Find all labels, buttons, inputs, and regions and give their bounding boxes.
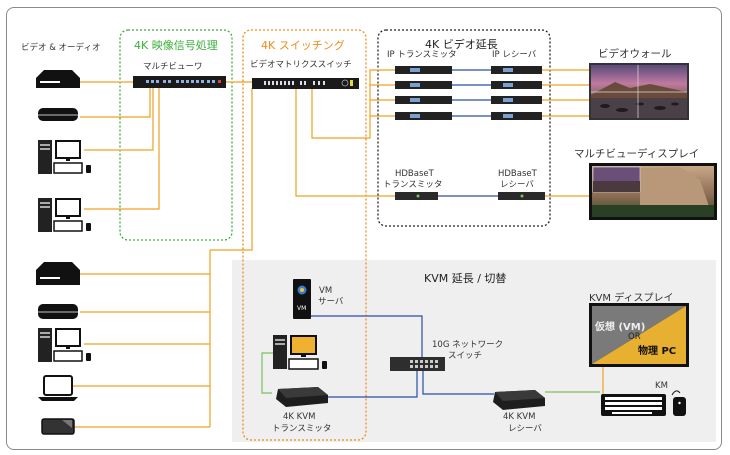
multiview-display-label: マルチビューディスプレイ [574, 148, 700, 160]
network-connections [311, 69, 498, 398]
kvm-source-pc[interactable] [273, 335, 327, 370]
group-switching-boundary [242, 29, 367, 441]
ip-transmitter-3[interactable] [395, 96, 452, 104]
ip-receiver-1[interactable] [491, 66, 542, 74]
multiviewer-label: マルチビューワ [143, 62, 203, 72]
matrix-switch-label: ビデオマトリクススイッチ [250, 60, 352, 70]
ip-receiver-2[interactable] [491, 81, 542, 89]
source-laptop[interactable] [38, 375, 78, 401]
network-switch-device[interactable] [390, 357, 445, 371]
source-desktop-pc-3[interactable] [38, 328, 91, 362]
group-kvm-title: KVM 延長 / 切替 [424, 272, 507, 285]
source-set-top-box-1[interactable] [38, 108, 78, 121]
link-matrix-hdbaset-tx [295, 88, 395, 197]
sources-label: ビデオ & オーディオ [21, 43, 101, 53]
source-tablet[interactable] [41, 418, 75, 435]
kvm-display-device[interactable] [589, 303, 689, 367]
group-switching-title: 4K スイッチング [261, 39, 345, 52]
kvm-tx-label-1: 4K KVM [283, 412, 316, 422]
kvm-transmitter-device[interactable] [276, 387, 328, 407]
link-sources-bus [209, 88, 253, 427]
group-processing-title: 4K 映像信号処理 [134, 39, 218, 52]
multiview-display[interactable] [589, 163, 717, 220]
group-processing-boundary [119, 29, 233, 241]
ip-receiver-label: IP レシーバ [492, 50, 537, 60]
ip-receiver-3[interactable] [491, 96, 542, 104]
mouse-icon[interactable] [671, 390, 686, 416]
kvm-display-label: KVM ディスプレイ [589, 293, 674, 304]
link-switch-kvm-rx [422, 371, 494, 395]
source-desktop-pc-2[interactable] [38, 198, 91, 232]
video-wall-label: ビデオウォール [598, 48, 672, 60]
kvm-tx-label-2: トランスミッタ [272, 424, 332, 434]
hdbaset-rx-label-1: HDBaseT [498, 169, 537, 179]
hdbaset-receiver-device[interactable] [498, 192, 545, 200]
link-kvm-tx-switch [326, 371, 418, 398]
video-wall-display[interactable] [589, 63, 689, 120]
link-source3-multiviewer [84, 88, 154, 151]
hdbaset-rx-label-2: レシーバ [500, 180, 534, 190]
hdbaset-tx-label-1: HDBaseT [395, 169, 434, 179]
kvm-display-virtual-text: 仮想 (VM) [595, 322, 646, 333]
hdbaset-tx-label-2: トランスミッタ [383, 180, 443, 190]
ip-receiver-4[interactable] [491, 112, 542, 120]
source-media-player-1[interactable] [36, 70, 80, 88]
hdbaset-transmitter-device[interactable] [395, 192, 438, 200]
kvm-display-or-text: OR [628, 332, 641, 342]
link-source4-multiviewer [84, 88, 160, 210]
link-ip-rx-videowall [542, 69, 590, 117]
link-pc-kvm-tx [261, 352, 275, 394]
ip-receivers [491, 66, 542, 120]
link-source2-multiviewer [80, 88, 151, 118]
kvm-display-physical-text: 物理 PC [638, 346, 677, 357]
link-vm-server-switch [311, 315, 423, 358]
vm-server-device[interactable] [293, 279, 311, 319]
ip-transmitters [395, 66, 452, 120]
group-extension-boundary [377, 29, 551, 227]
km-label: KM [655, 381, 668, 391]
usb-connections [261, 352, 600, 394]
network-switch-label-1: 10G ネットワーク [432, 340, 504, 350]
ip-transmitter-2[interactable] [395, 81, 452, 89]
source-media-player-2[interactable] [36, 262, 80, 285]
group-extension-title: 4K ビデオ延長 [425, 38, 498, 51]
keyboard-icon[interactable] [601, 394, 666, 416]
vm-server-label-2: サーバ [318, 297, 344, 307]
link-matrix-ip-tx [311, 69, 395, 139]
network-switch-label-2: スイッチ [448, 351, 483, 361]
kvm-rx-label-2: レシーバ [508, 424, 542, 434]
ip-transmitter-4[interactable] [395, 112, 452, 120]
source-desktop-pc-1[interactable] [38, 140, 91, 174]
kvm-rx-label-1: 4K KVM [503, 412, 536, 422]
kvm-receiver-device[interactable] [493, 390, 545, 410]
ip-transmitter-1[interactable] [395, 66, 452, 74]
multiviewer-device[interactable] [133, 76, 226, 88]
vm-server-label-1: VM [319, 286, 333, 296]
ip-transmitter-label: IP トランスミッタ [387, 50, 457, 60]
source-set-top-box-2[interactable] [38, 304, 78, 319]
vm-badge: VM [297, 305, 307, 312]
hdmi-connections [72, 69, 604, 428]
matrix-switch-device[interactable] [252, 78, 359, 89]
